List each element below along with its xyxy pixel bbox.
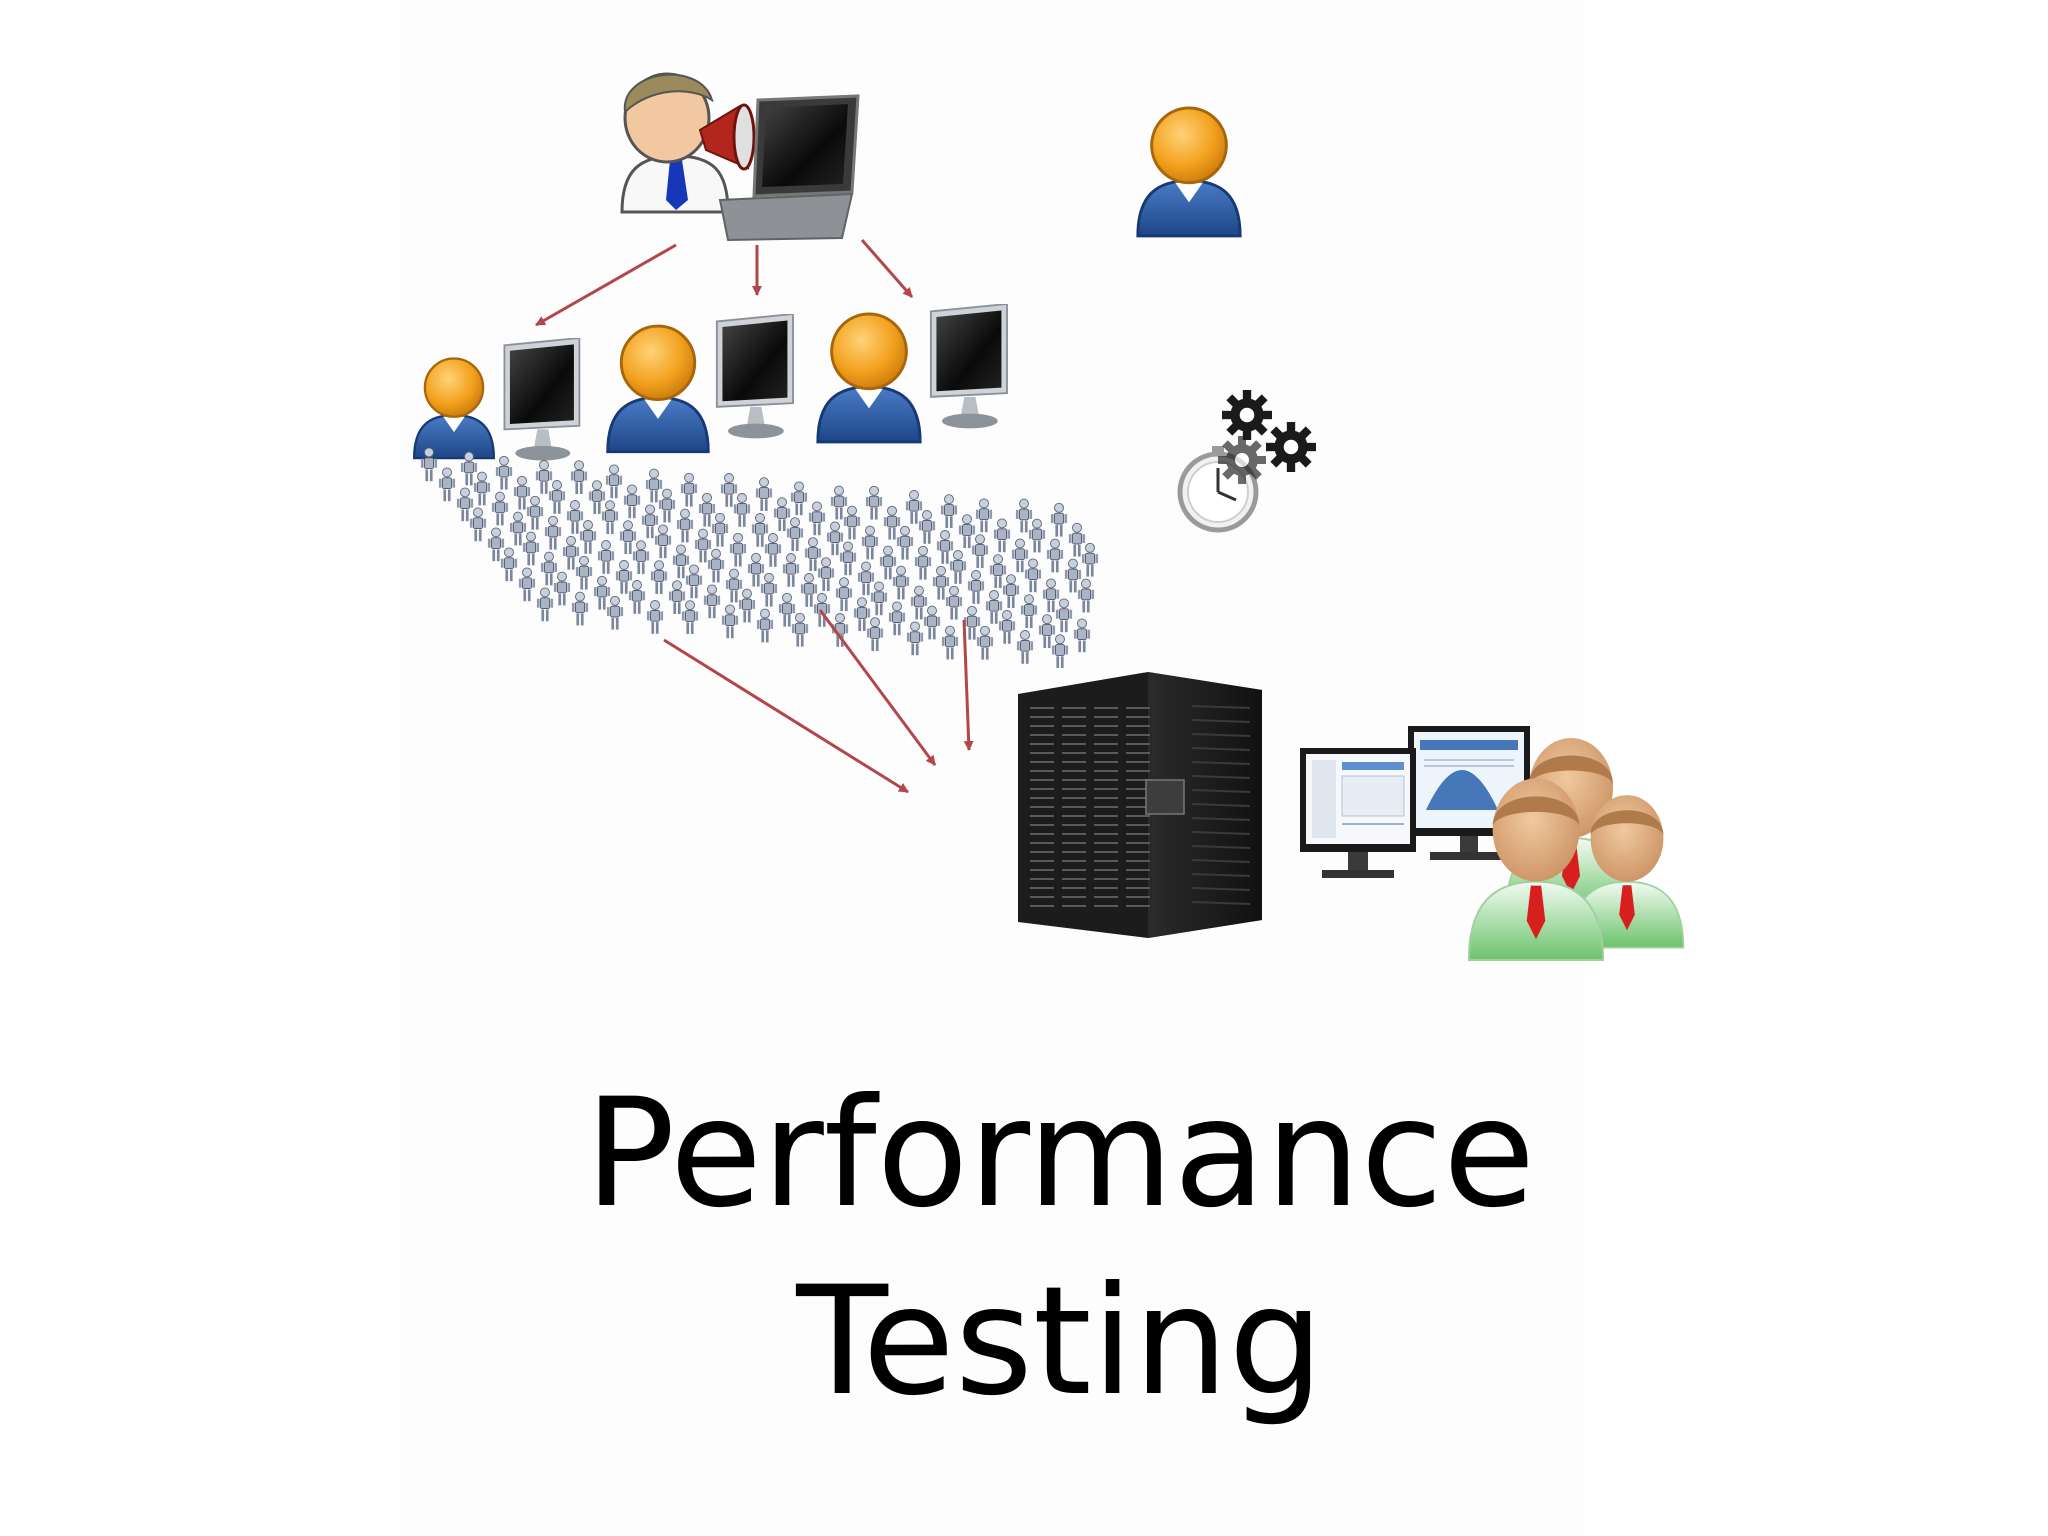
- slide-title: Performance Testing: [0, 1060, 2048, 1436]
- laptop-icon: [718, 94, 860, 242]
- title-line-1: Performance: [584, 1067, 1536, 1241]
- user-at-monitor-icon: [816, 304, 1008, 444]
- arrows-to-users: [535, 239, 914, 327]
- gears-stopwatch-icon: [1177, 390, 1316, 533]
- arrows-to-server: [663, 609, 974, 794]
- robot-crowd-icon: [420, 447, 1099, 669]
- user-at-monitor-icon: [412, 338, 581, 462]
- title-line-2: Testing: [796, 1255, 1324, 1429]
- user-icon: [1136, 106, 1242, 238]
- server-rack-icon: [1018, 672, 1262, 938]
- user-at-monitor-icon: [606, 314, 794, 454]
- dual-monitor-dashboard-icon: [1300, 726, 1530, 878]
- announcer-with-megaphone-icon: [620, 72, 788, 214]
